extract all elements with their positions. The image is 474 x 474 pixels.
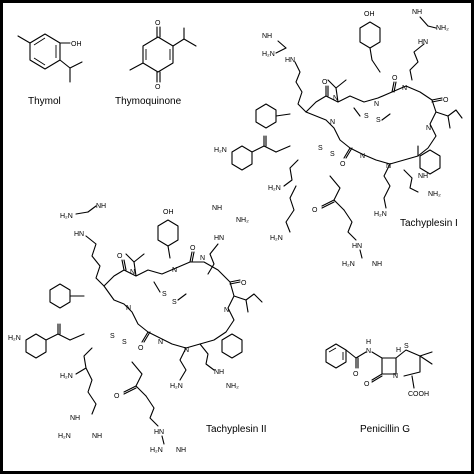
t2-oh-label: OH bbox=[163, 209, 174, 216]
t2-o-3: O bbox=[241, 280, 247, 287]
t2-h2n-aryl: H₂N bbox=[8, 335, 21, 342]
tachyplesin-1-label: Tachyplesin I bbox=[400, 218, 458, 229]
t1-o-4: O bbox=[340, 161, 346, 168]
t1-h2n-lys-1: H₂N bbox=[268, 185, 281, 192]
t2-h2n-bottom: H₂N bbox=[150, 447, 163, 454]
t1-h2n-aryl: H₂N bbox=[214, 147, 227, 154]
t1-hn-bottom: HN bbox=[352, 243, 362, 250]
t2-h2n-arg: H₂N bbox=[60, 373, 73, 380]
t2-s-3: S bbox=[110, 333, 115, 340]
t2-o-acetyl: O bbox=[114, 393, 120, 400]
t1-s-3: S bbox=[318, 145, 323, 152]
thymol-oh-label: OH bbox=[71, 41, 82, 48]
t2-nh-bottom: NH bbox=[214, 369, 224, 376]
t1-n-1: N bbox=[333, 95, 338, 102]
t2-n-2: N bbox=[172, 267, 177, 274]
t2-nh-top-right: NH bbox=[212, 205, 222, 212]
t2-h2n-top: H₂N bbox=[60, 213, 73, 220]
t2-nh-arg-2: NH bbox=[92, 433, 102, 440]
thymoquinone-top-o: O bbox=[155, 20, 161, 27]
t1-o-1: O bbox=[322, 79, 328, 86]
t1-h2n-lys-3: H₂N bbox=[374, 211, 387, 218]
thymol-label: Thymol bbox=[28, 96, 61, 107]
t1-o-2: O bbox=[392, 75, 398, 82]
t2-h2n-arg-2: H₂N bbox=[58, 433, 71, 440]
t1-nh-3: NH bbox=[418, 173, 428, 180]
pen-n-ring: N bbox=[393, 373, 398, 380]
t1-o-3: O bbox=[443, 97, 449, 104]
t1-s-2: S bbox=[376, 117, 381, 124]
pen-cooh: COOH bbox=[408, 391, 429, 398]
t2-hn-top-right: HN bbox=[214, 235, 224, 242]
t2-n-6: N bbox=[158, 339, 163, 346]
pen-h-ring: H bbox=[396, 347, 401, 354]
t1-s-4: S bbox=[330, 151, 335, 158]
t2-h2n-lys: H₂N bbox=[170, 383, 183, 390]
t2-nh2-bottom: NH₂ bbox=[226, 383, 239, 390]
t1-n-2: N bbox=[374, 101, 379, 108]
t2-hn-top: HN bbox=[74, 231, 84, 238]
t2-s-2: S bbox=[172, 299, 177, 306]
t2-nh-bottom-2: NH bbox=[176, 447, 186, 454]
penicillin-g-structure: O N H O N S H COOH bbox=[325, 339, 433, 398]
t1-n-4: N bbox=[426, 125, 431, 132]
t1-h2n-lys-2: H₂N bbox=[270, 235, 283, 242]
thymoquinone-structure: O O bbox=[129, 20, 197, 91]
t2-nh-top: NH bbox=[96, 203, 106, 210]
t1-n-3: N bbox=[402, 85, 407, 92]
tachyplesin-2-label: Tachyplesin II bbox=[206, 424, 267, 435]
t2-o-2: O bbox=[190, 245, 196, 252]
t1-o-acetyl: O bbox=[312, 207, 318, 214]
t1-nh-bottom: NH bbox=[372, 261, 382, 268]
t2-hn-bottom: HN bbox=[154, 429, 164, 436]
pen-o-lactam: O bbox=[364, 381, 370, 388]
pen-s-ring: S bbox=[404, 343, 409, 350]
t2-n-3: N bbox=[200, 255, 205, 262]
t1-nh-label-2: NH bbox=[412, 9, 422, 16]
thymoquinone-label: Thymoquinone bbox=[115, 96, 182, 107]
t2-n-1: N bbox=[130, 269, 135, 276]
t2-o-4: O bbox=[138, 345, 144, 352]
pen-n-amide: N bbox=[366, 348, 371, 355]
t1-hn-label-1: HN bbox=[285, 57, 295, 64]
t2-nh2-top-right: NH₂ bbox=[236, 217, 249, 224]
t2-n-5: N bbox=[184, 347, 189, 354]
t1-n-7: N bbox=[330, 119, 335, 126]
penicillin-g-label: Penicillin G bbox=[360, 424, 410, 435]
t1-s-1: S bbox=[364, 113, 369, 120]
thymol-structure: OH bbox=[17, 33, 83, 83]
t1-nh2-label-2: NH₂ bbox=[436, 25, 449, 32]
t2-n-7: N bbox=[126, 305, 131, 312]
t2-nh-arg: NH bbox=[70, 415, 80, 422]
t2-o-1: O bbox=[117, 253, 123, 260]
t1-oh-label: OH bbox=[364, 11, 375, 18]
t1-h2n-bottom: H₂N bbox=[342, 261, 355, 268]
pen-o-amide: O bbox=[353, 371, 359, 378]
t1-h2n-label-1: H₂N bbox=[262, 51, 275, 58]
t2-n-4: N bbox=[224, 307, 229, 314]
t1-nh2-3: NH₂ bbox=[428, 191, 441, 198]
t1-n-6: N bbox=[360, 153, 365, 160]
t2-s-4: S bbox=[122, 339, 127, 346]
tachyplesin-1-structure: NH H₂N HN NH NH₂ HN OH O O O O N N bbox=[214, 9, 463, 268]
t2-s-1: S bbox=[162, 291, 167, 298]
thymoquinone-bottom-o: O bbox=[155, 84, 161, 91]
tachyplesin-2-structure: H₂N NH HN OH NH NH₂ HN O O O O N N N N N bbox=[8, 203, 263, 454]
t1-nh-label-1: NH bbox=[262, 33, 272, 40]
pen-h-amide: H bbox=[366, 339, 371, 346]
t1-hn-label-2: HN bbox=[418, 39, 428, 46]
